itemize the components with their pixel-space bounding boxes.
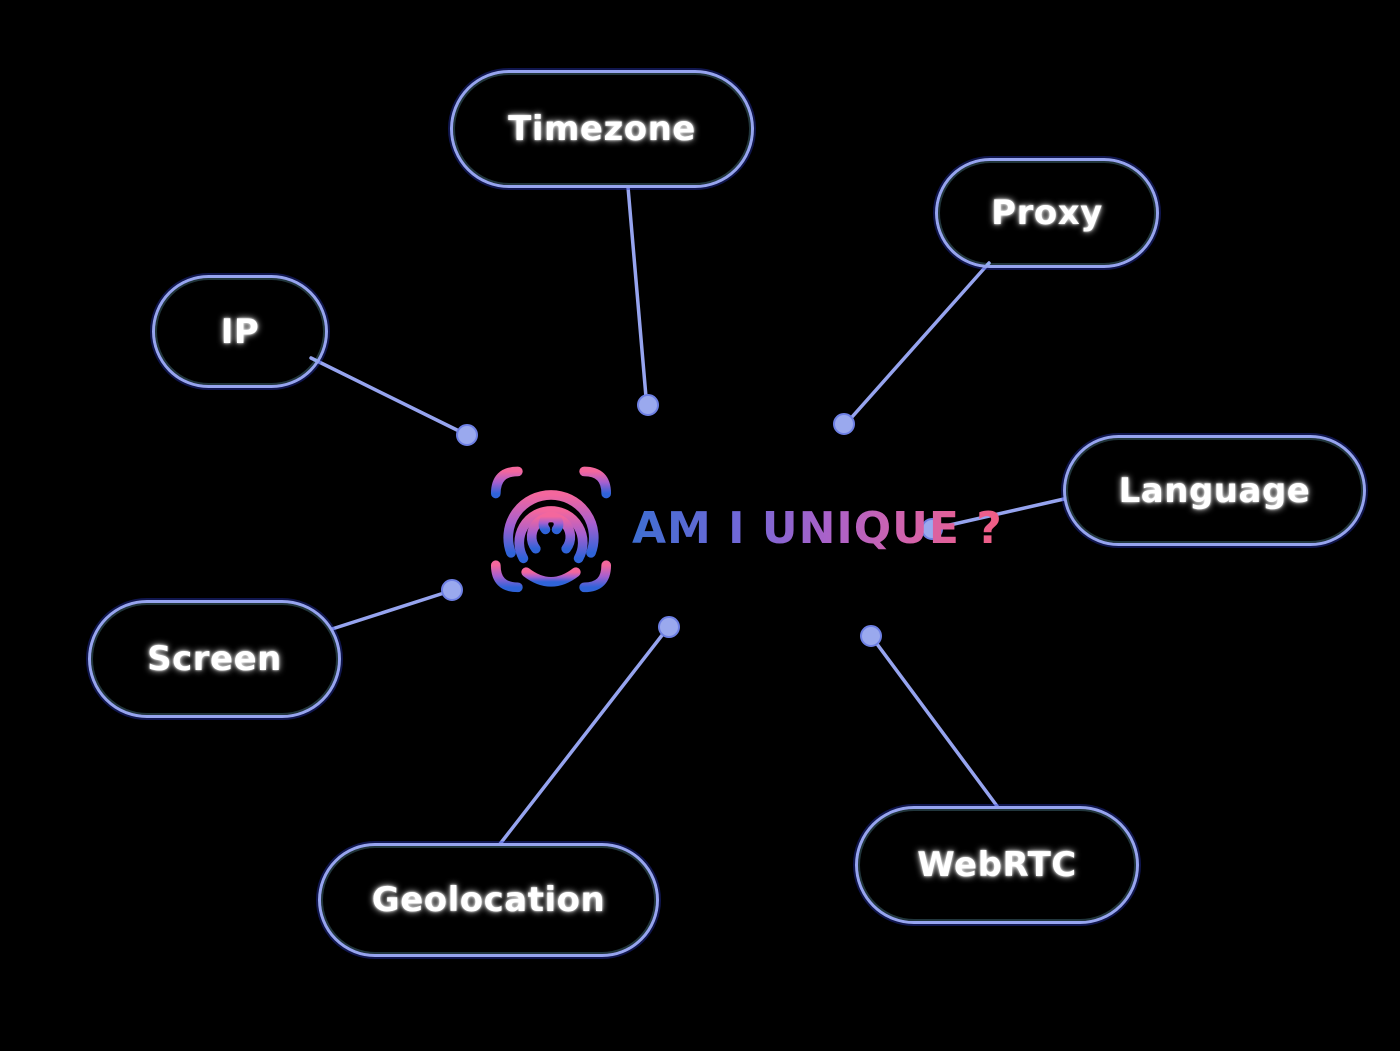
node-language: Language — [1063, 435, 1366, 546]
node-ip: IP — [152, 275, 328, 388]
fingerprint-scan-icon — [482, 466, 620, 593]
node-label-proxy: Proxy — [991, 193, 1103, 233]
connector-dot-language — [921, 518, 943, 540]
connector-line-proxy — [850, 261, 991, 419]
node-proxy: Proxy — [935, 158, 1159, 268]
connector-dot-screen — [441, 579, 463, 601]
site-title: AM I UNIQUE ? — [632, 502, 1003, 554]
node-timezone: Timezone — [450, 70, 754, 188]
connector-dot-timezone — [637, 394, 659, 416]
node-geolocation: Geolocation — [318, 843, 659, 957]
node-label-geolocation: Geolocation — [371, 880, 606, 920]
node-webrtc: WebRTC — [855, 806, 1139, 924]
connector-dot-webrtc — [860, 625, 882, 647]
connector-dot-ip — [456, 424, 478, 446]
connector-line-screen — [330, 591, 446, 631]
connector-line-ip — [309, 356, 461, 433]
node-label-language: Language — [1118, 470, 1311, 511]
connector-line-webrtc — [875, 642, 999, 808]
node-label-ip: IP — [220, 311, 260, 352]
node-screen: Screen — [88, 600, 341, 718]
connector-line-timezone — [626, 185, 648, 399]
node-label-webrtc: WebRTC — [917, 845, 1077, 885]
connector-dot-geolocation — [658, 616, 680, 638]
node-label-timezone: Timezone — [508, 109, 696, 149]
connector-line-geolocation — [498, 632, 665, 846]
connector-line-language — [939, 497, 1066, 529]
node-label-screen: Screen — [147, 639, 282, 679]
connector-dot-proxy — [833, 413, 855, 435]
amiunique-logo[interactable]: AM I UNIQUE ? — [482, 456, 1003, 600]
